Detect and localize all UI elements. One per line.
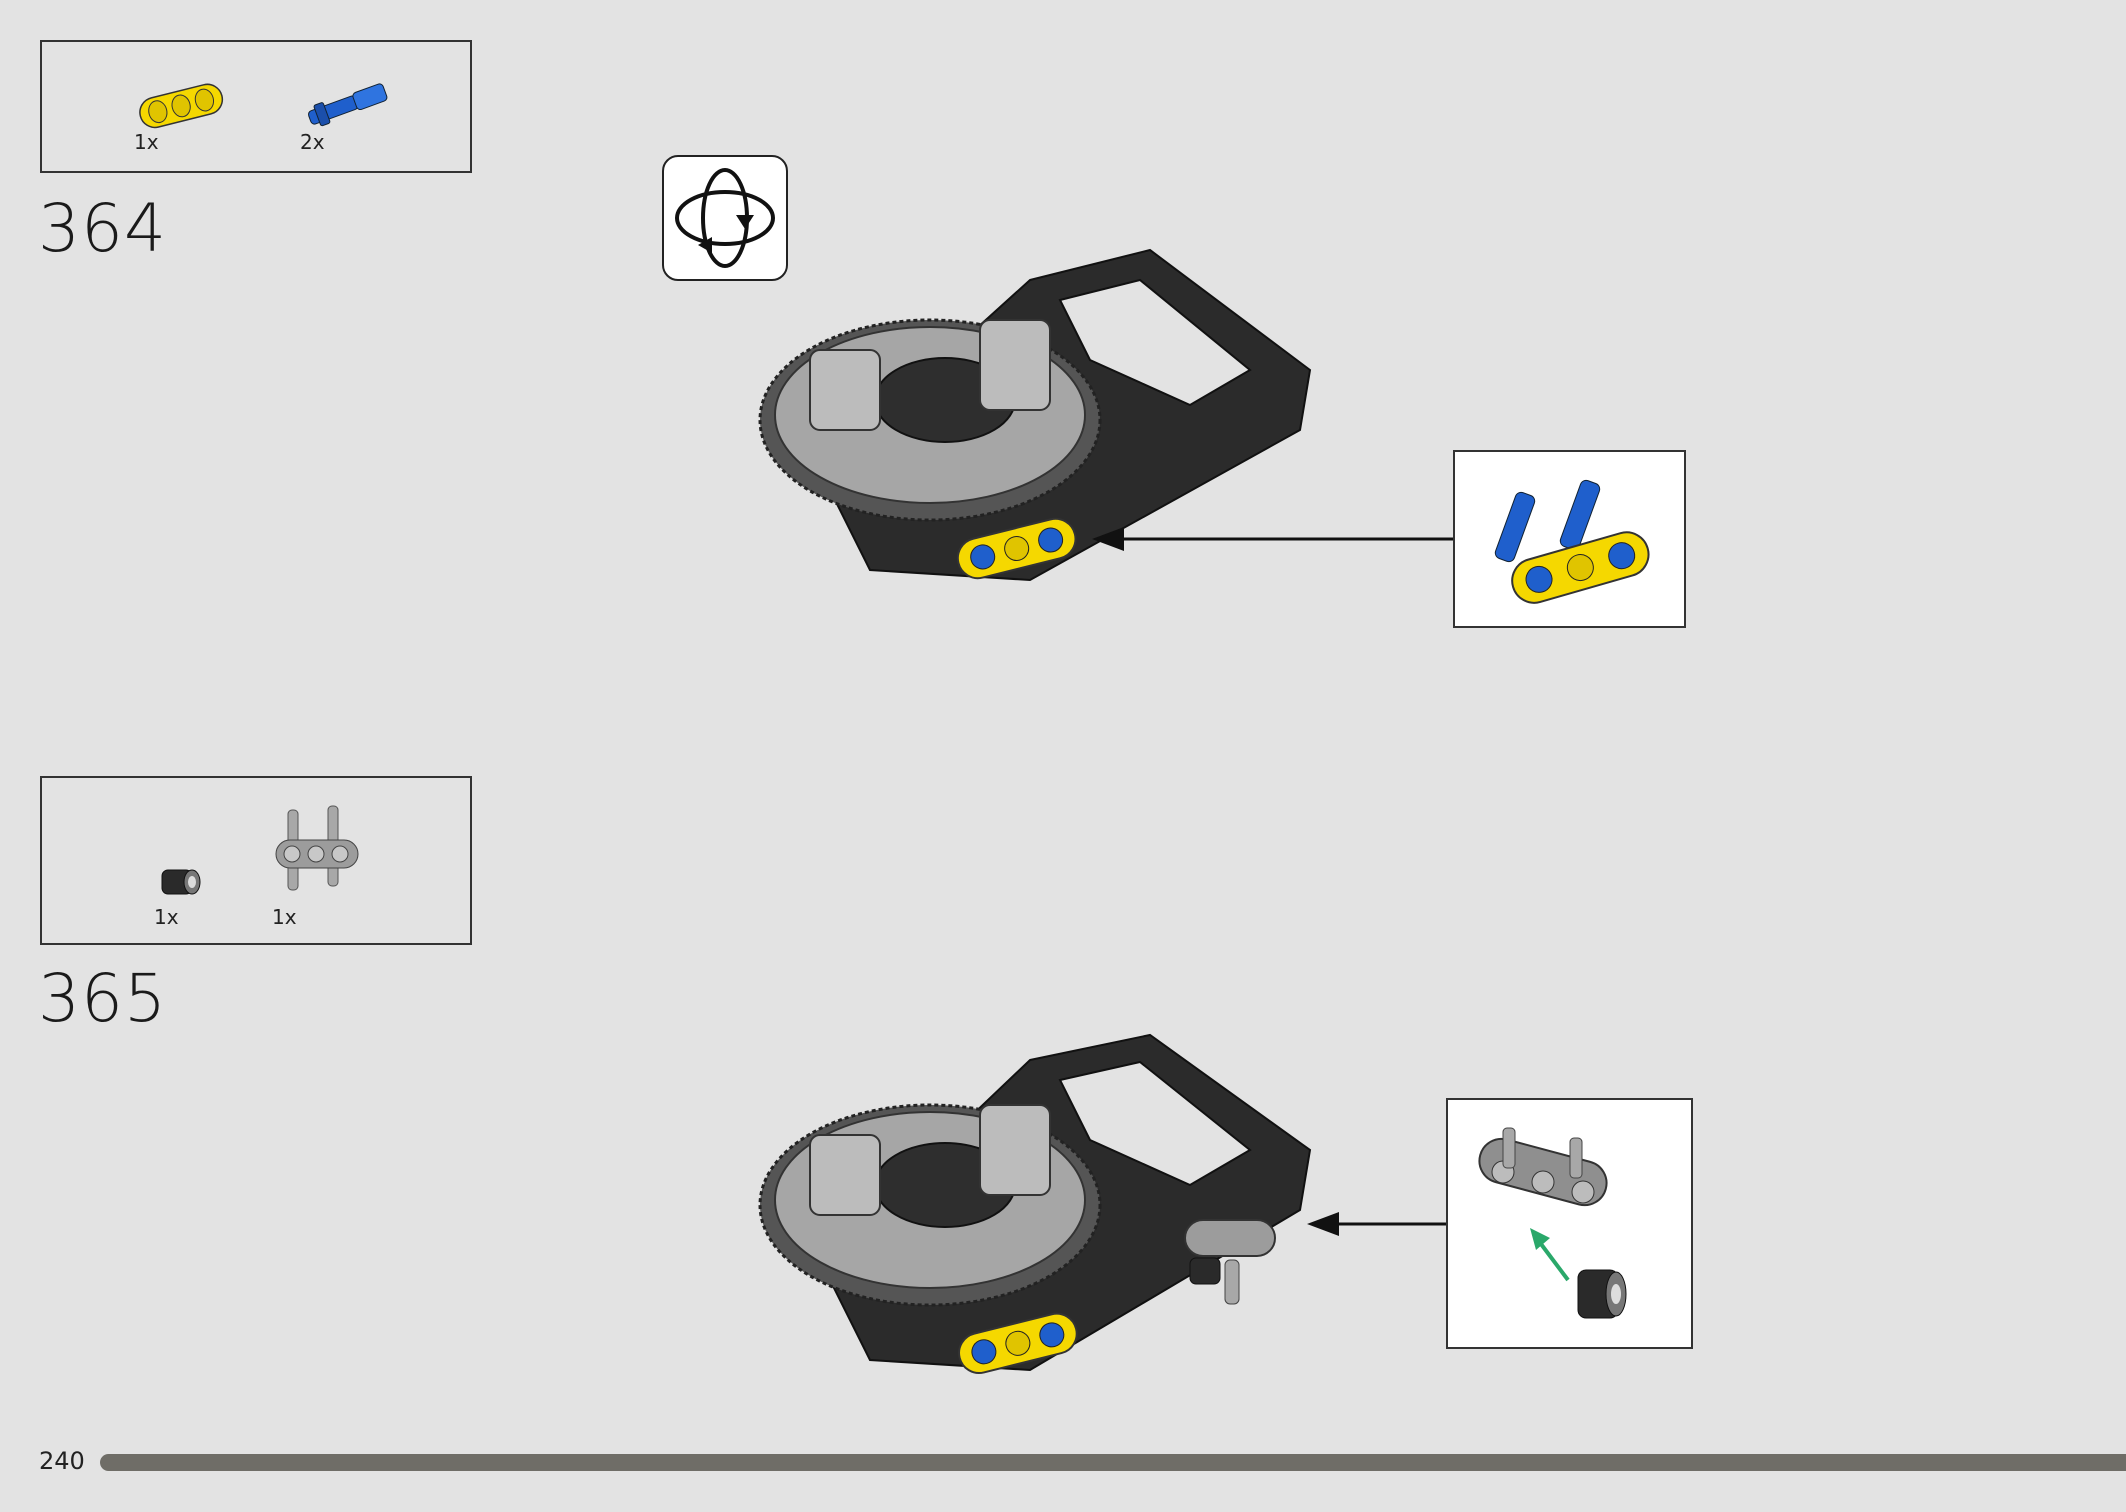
- model-assembly-step-365: [758, 1033, 1312, 1375]
- page-progress-bar: [100, 1454, 2126, 1471]
- step-number: 364: [38, 190, 167, 267]
- grey-cross-block-icon: [275, 805, 359, 891]
- rotate-model-icon: [662, 155, 788, 281]
- parts-list-step-364: 1x 2x: [40, 40, 472, 173]
- parts-list-step-365: 1x 1x: [40, 776, 472, 945]
- step-number: 365: [38, 960, 167, 1037]
- black-bush-icon: [161, 869, 201, 895]
- model-assembly-step-364: [758, 248, 1312, 582]
- subassembly-callout-step-365: [1446, 1098, 1693, 1349]
- assembly-arrow: [1307, 1212, 1447, 1236]
- part-quantity: 2x: [300, 130, 325, 154]
- part-quantity: 1x: [154, 905, 179, 929]
- subassembly-callout-step-364: [1453, 450, 1686, 628]
- yellow-3-beam-icon: [139, 83, 224, 129]
- part-quantity: 1x: [134, 130, 159, 154]
- blue-axle-pin-icon: [307, 83, 388, 127]
- assembly-arrow: [1092, 527, 1454, 551]
- part-quantity: 1x: [272, 905, 297, 929]
- page-number: 240: [39, 1447, 85, 1475]
